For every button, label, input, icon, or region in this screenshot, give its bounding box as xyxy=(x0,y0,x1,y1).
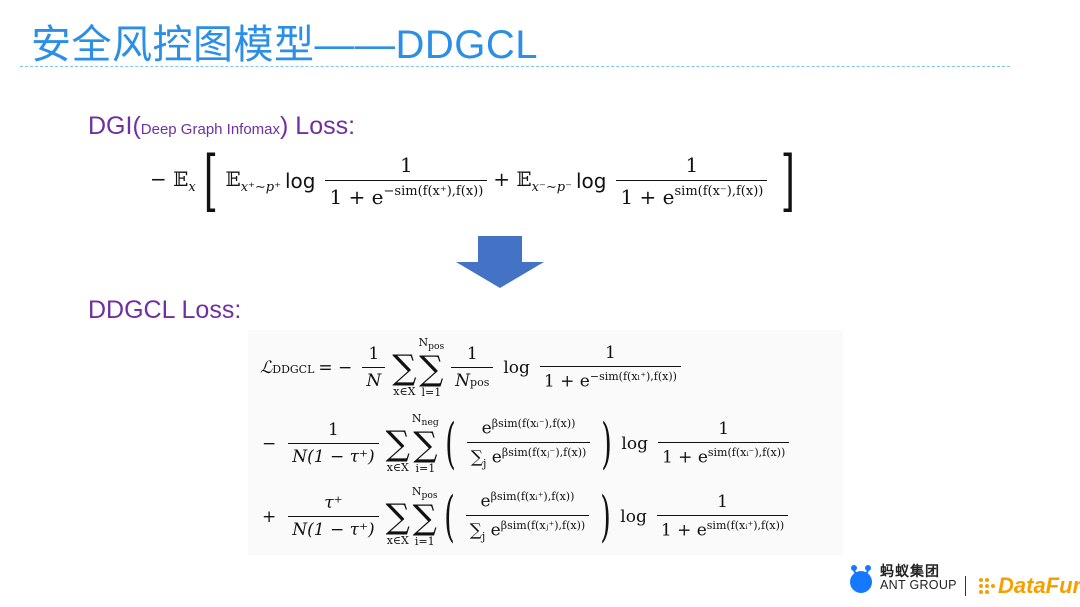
dgi-log-2: log xyxy=(575,169,607,193)
right-bracket: ] xyxy=(781,142,796,219)
down-arrow-icon xyxy=(456,236,544,288)
dgi-label-main: DGI( xyxy=(88,112,141,140)
sum-i-neg: Nneg∑i=1 xyxy=(411,412,439,476)
ddgcl-lhs: ℒDDGCL xyxy=(260,357,315,378)
sum-i-pos: Npos∑i=1 xyxy=(411,485,438,549)
title-divider xyxy=(20,66,1010,67)
datafun-logo: DataFun. xyxy=(978,573,1080,599)
sum-x-3: ∑x∈X xyxy=(385,496,410,547)
left-bracket: [ xyxy=(203,142,218,219)
sum-x-2: ∑x∈X xyxy=(385,423,410,474)
frac-pos-weight: eβsim(f(xᵢ⁺),f(x))∑j eβsim(f(xⱼ⁺),f(x)) xyxy=(465,490,590,543)
ddgcl-row-3: + τ⁺N(1 − τ⁺) ∑x∈X Npos∑i=1 ( eβsim(f(xᵢ… xyxy=(262,485,794,548)
dgi-label-small: Deep Graph Infomax xyxy=(140,121,281,138)
page-title: 安全风控图模型——DDGCL xyxy=(31,23,539,67)
dgi-loss-label: DGI(Deep Graph Infomax) Loss: xyxy=(88,112,355,141)
ant-group-en: ANT GROUP xyxy=(880,577,957,592)
ant-logo-icon xyxy=(850,565,872,593)
dgi-formula: − 𝔼x [ 𝔼x⁺∼p⁺ log 1 1 + e−sim(f(x⁺),f(x)… xyxy=(150,148,803,214)
sum-x: ∑x∈X xyxy=(392,347,417,398)
frac-neg-weight: eβsim(f(xᵢ⁻),f(x))∑j eβsim(f(xⱼ⁻),f(x)) xyxy=(466,417,591,470)
dgi-log-1: log xyxy=(284,169,316,193)
datafun-dots-icon xyxy=(979,578,995,594)
dgi-fraction-1: 1 1 + e−sim(f(x⁺),f(x)) xyxy=(325,153,488,209)
ant-group-logo: 蚂蚁集团 ANT GROUP xyxy=(846,562,957,594)
dgi-term2-expect: + 𝔼x⁻∼p⁻ xyxy=(493,167,572,195)
frac-pos-coef: τ⁺N(1 − τ⁺) xyxy=(288,493,379,540)
ant-group-cn: 蚂蚁集团 xyxy=(880,563,940,580)
logo-separator xyxy=(965,576,966,596)
dgi-term1-expect: 𝔼x⁺∼p⁺ xyxy=(225,167,281,195)
dgi-lead: − 𝔼x xyxy=(150,167,196,195)
datafun-text: DataFun. xyxy=(998,573,1080,598)
sum-l: Npos∑l=1 xyxy=(418,336,445,400)
dgi-fraction-2: 1 1 + esim(f(x⁻),f(x)) xyxy=(616,153,768,209)
ddgcl-loss-label: DDGCL Loss: xyxy=(88,296,242,324)
dgi-label-end: ) Loss: xyxy=(280,112,356,140)
